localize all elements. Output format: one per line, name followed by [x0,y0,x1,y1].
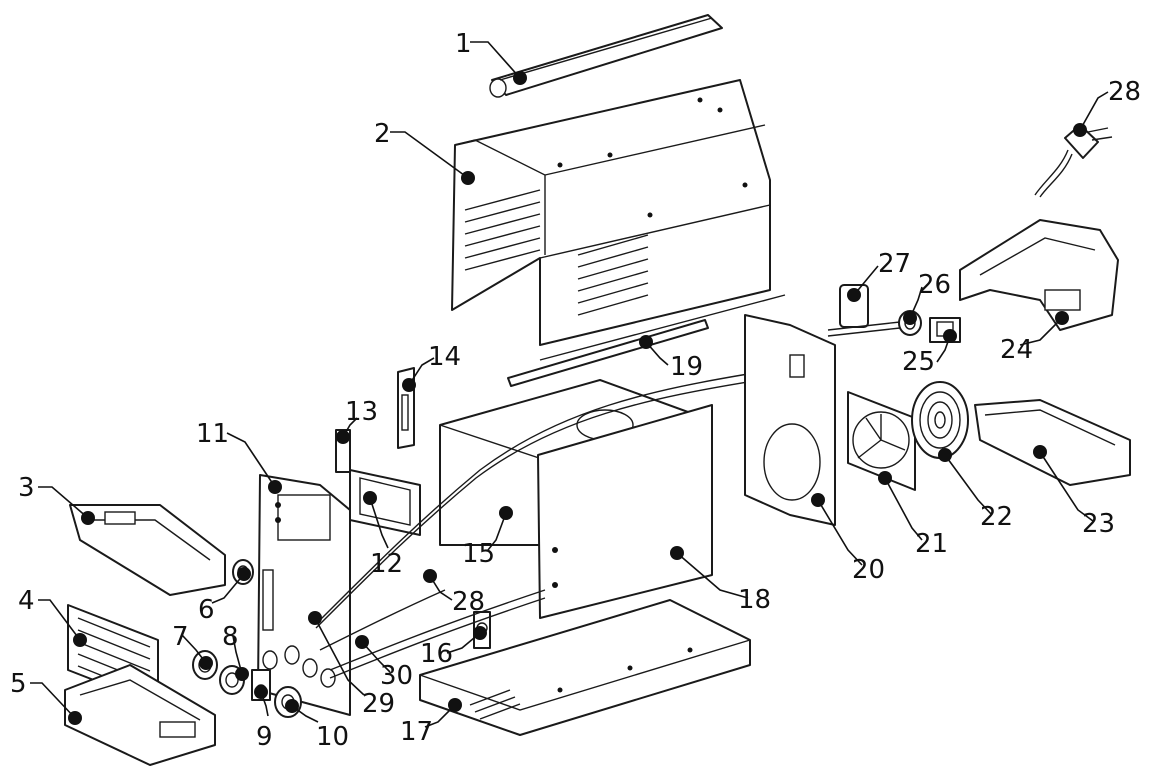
callout-24: 24 [1000,335,1033,365]
part-19-strip [507,294,786,387]
part-27-solenoid-valve [827,284,901,337]
callout-21: 21 [915,529,948,559]
callout-11: 11 [196,419,229,449]
part-28-power-plug [1034,124,1113,198]
cable-29 [319,589,446,651]
part-20-rear-panel [744,314,836,526]
part-24-rear-handle [959,219,1119,331]
cable-30 [329,589,546,679]
callout-8: 8 [222,622,239,652]
callout-6: 6 [198,595,215,625]
callout-22: 22 [980,502,1013,532]
callout-13: 13 [345,397,378,427]
callout-4: 4 [18,586,35,616]
cable-28 [315,371,761,629]
callout-9: 9 [256,722,273,752]
callout-17: 17 [400,717,433,747]
callout-labels: 1 2 3 4 5 6 7 8 9 10 11 12 13 14 15 16 1… [10,29,1141,752]
callout-28-cable: 28 [452,587,485,617]
part-18-main-board [537,404,713,619]
part-5-front-foot [64,664,216,766]
part-2-top-cover [451,79,771,346]
callout-23: 23 [1082,509,1115,539]
part-11-front-panel [257,474,351,716]
callout-26: 26 [918,270,951,300]
part-17-base-tray [419,599,751,736]
callout-10: 10 [316,722,349,752]
part-12-circuit-board [349,469,421,536]
part-23-rear-foot [974,399,1131,486]
part-3-front-handle [69,504,226,596]
callout-3: 3 [18,473,35,503]
callout-28-plug: 28 [1108,77,1141,107]
callout-2: 2 [374,119,391,149]
callout-27: 27 [878,249,911,279]
callout-19: 19 [670,352,703,382]
callout-18: 18 [738,585,771,615]
callout-25: 25 [902,347,935,377]
callout-30: 30 [380,661,413,691]
callout-20: 20 [852,555,885,585]
callout-14: 14 [428,342,461,372]
callout-15: 15 [462,539,495,569]
callout-1: 1 [455,29,472,59]
part-1-handle-bar [489,14,723,98]
part-21-fan [847,391,916,491]
callout-12: 12 [370,549,403,579]
callout-5: 5 [10,669,27,699]
callout-16: 16 [420,639,453,669]
callout-7: 7 [172,622,189,652]
leader-dots [68,71,1087,725]
part-22-fan-guard [911,381,969,459]
callout-29: 29 [362,689,395,719]
